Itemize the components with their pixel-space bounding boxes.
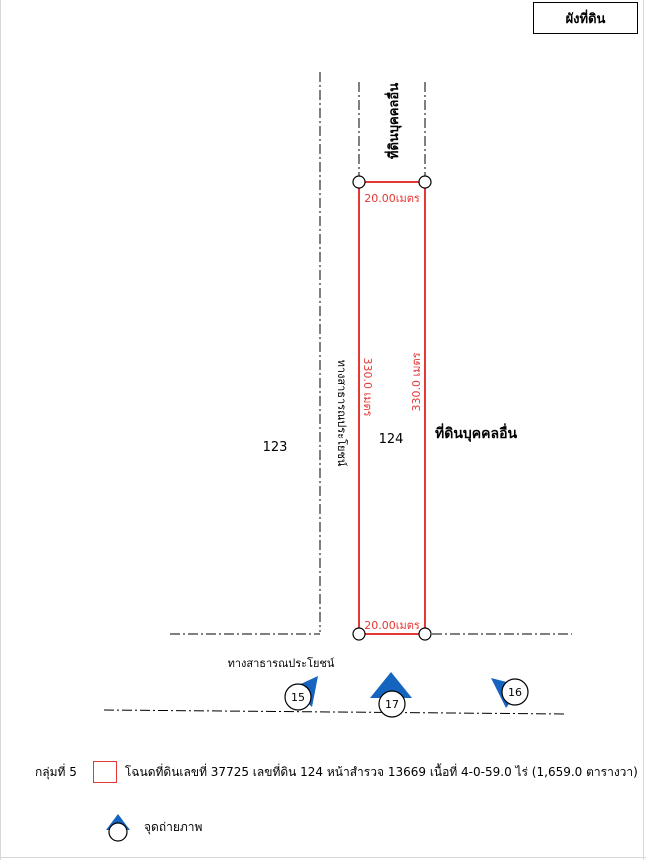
- page-border-bottom: [0, 857, 646, 858]
- parcel-swatch-icon: [92, 761, 117, 783]
- photo-point-circle: [501, 678, 529, 706]
- road-label-south: ทางสาธารณประโยชน์: [228, 656, 335, 670]
- neighbor-label-east: ที่ดินบุคคลอื่น: [435, 423, 517, 442]
- legend-deed-text: โฉนดที่ดินเลขที่ 37725 เลขที่ดิน 124 หน้…: [124, 764, 638, 779]
- photo-point-17: 17: [370, 672, 412, 718]
- photo-point-legend-icon: [106, 814, 130, 842]
- map-title: ผังที่ดิน: [533, 2, 638, 34]
- corner-pin-ne: [418, 175, 432, 189]
- photo-point-number: 17: [385, 698, 399, 711]
- photo-point-circle: [284, 683, 312, 711]
- legend-deed-row: กลุ่มที่ 5 โฉนดที่ดินเลขที่ 37725 เลขที่…: [35, 760, 638, 784]
- neighbor-label-north: ที่ดินบุคคลอื่น: [384, 83, 402, 159]
- dimension-left: 330.0 เมตร: [361, 357, 374, 416]
- parcel-label-123: 123: [263, 440, 288, 455]
- corner-pin-nw: [352, 175, 366, 189]
- page-border-left: [0, 0, 1, 860]
- photo-point-16: 16: [491, 678, 529, 708]
- road-line-south: [103, 709, 567, 715]
- corner-pin-sw: [352, 627, 366, 641]
- corner-pin-se: [418, 627, 432, 641]
- parcel-label-124: 124: [379, 432, 404, 447]
- dimension-right: 330.0 เมตร: [410, 352, 423, 411]
- road-label-west: ทางสาธารณประโยชน์: [335, 360, 349, 467]
- legend-photo-row: จุดถ่ายภาพ: [102, 812, 202, 842]
- dimension-top: 20.00เมตร: [364, 192, 420, 205]
- photo-point-circle: [378, 690, 406, 718]
- photo-point-number: 15: [291, 691, 305, 704]
- parcel-boundary: [358, 181, 426, 635]
- legend-photo-label: จุดถ่ายภาพ: [144, 819, 203, 834]
- legend-group-label: กลุ่มที่ 5: [35, 764, 77, 779]
- camera-direction-icon: [370, 672, 412, 698]
- dimension-bottom: 20.00เมตร: [364, 619, 420, 632]
- page-border-right: [643, 0, 644, 860]
- photo-point-15: 15: [284, 676, 318, 711]
- photo-point-number: 16: [508, 686, 522, 699]
